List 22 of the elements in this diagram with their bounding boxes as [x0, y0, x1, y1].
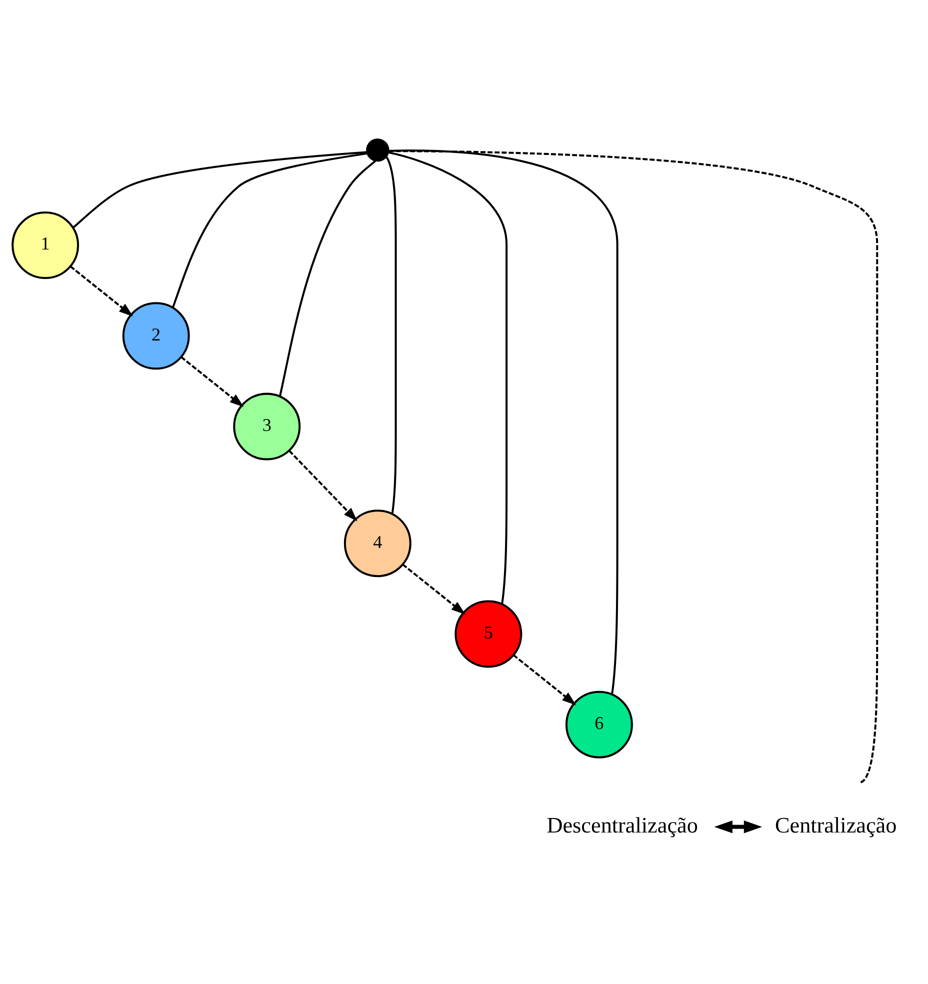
node-text: Descentralização — [546, 812, 698, 838]
node-circle — [366, 138, 390, 162]
connector — [278, 160, 376, 396]
node-circle: 3 — [233, 392, 301, 460]
node-circle: 1 — [12, 212, 80, 279]
arrow — [288, 450, 358, 522]
arrow — [402, 564, 466, 615]
connector — [388, 150, 878, 784]
node-circle: 5 — [454, 600, 522, 668]
arrow — [512, 654, 576, 706]
arrow — [714, 820, 762, 834]
connector — [388, 152, 508, 604]
node-circle: 2 — [122, 302, 190, 370]
arrow — [70, 266, 134, 316]
node-circle: 4 — [344, 510, 412, 578]
node-text: Centralização — [775, 812, 897, 838]
connector — [389, 150, 618, 695]
arrow — [180, 356, 244, 408]
node-circle: 6 — [565, 690, 633, 758]
connector — [172, 152, 368, 308]
connector — [72, 151, 367, 228]
connector — [386, 156, 397, 514]
